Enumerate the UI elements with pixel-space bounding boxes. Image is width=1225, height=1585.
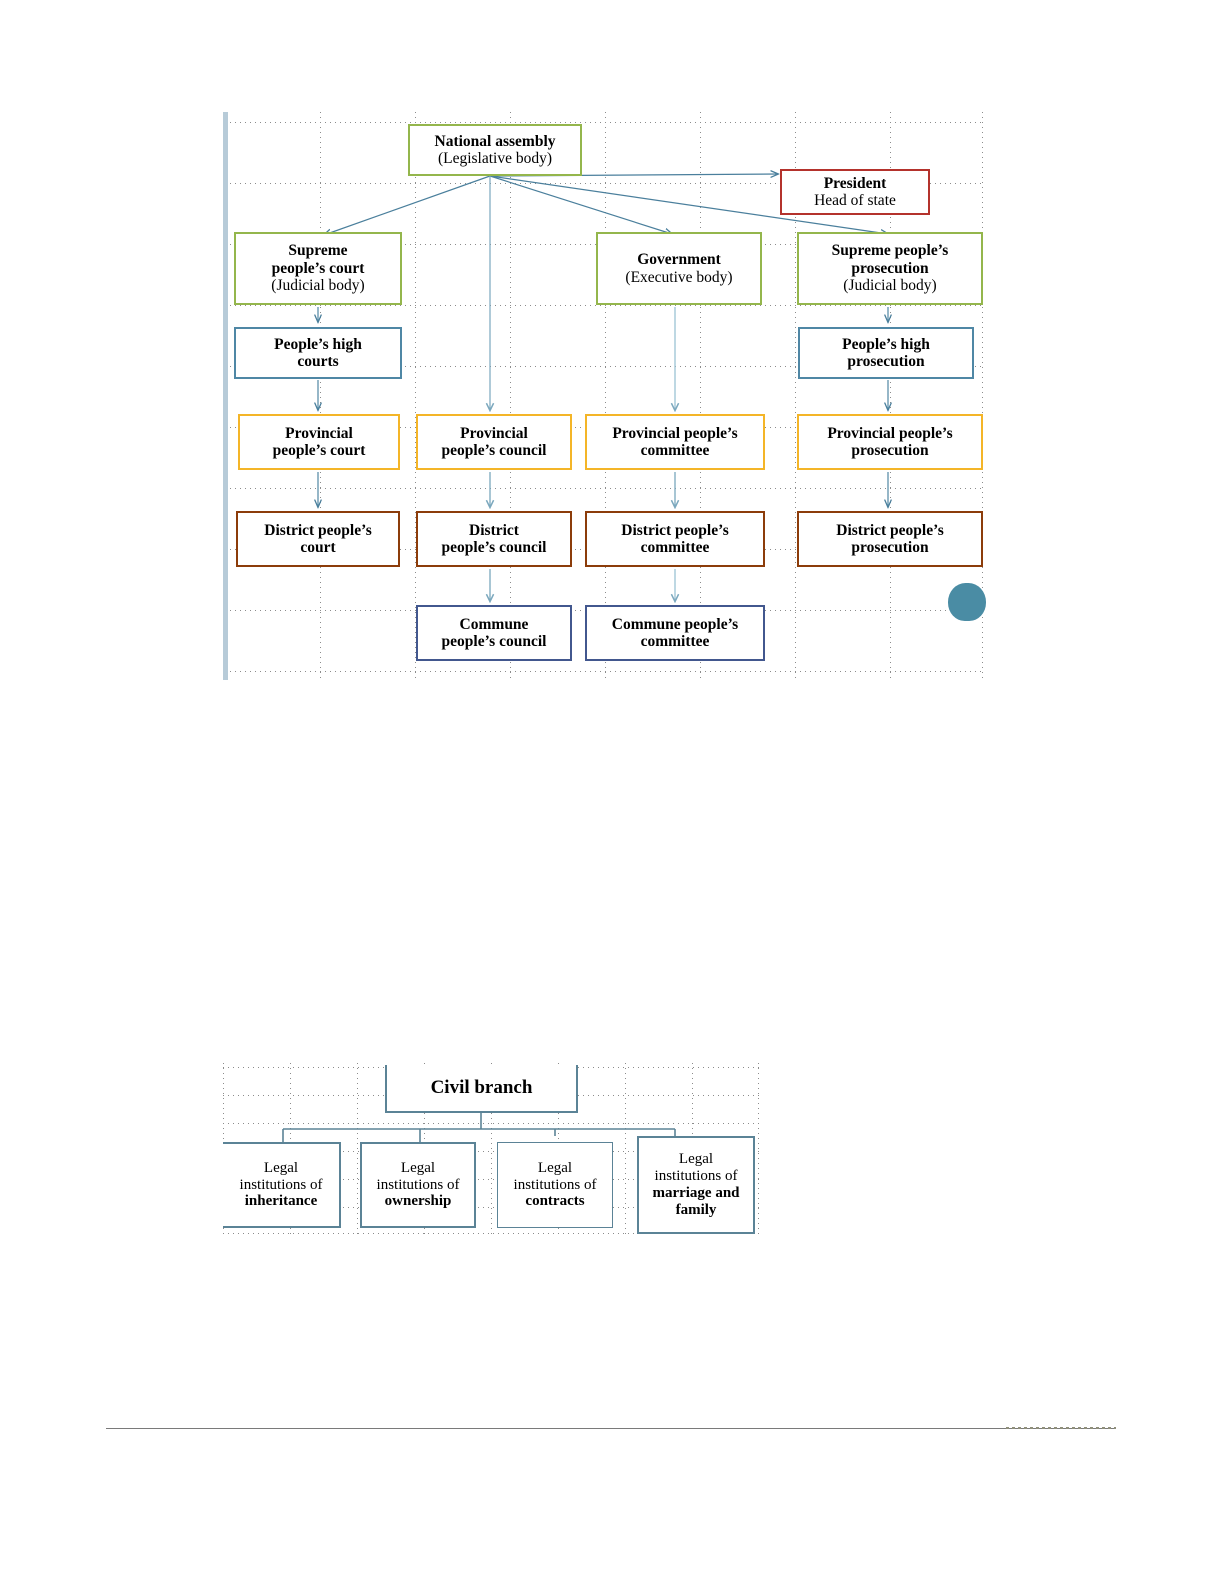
node-line: committee: [640, 633, 710, 650]
node-line: people’s council: [441, 442, 547, 459]
node-line: Civil branch: [430, 1077, 533, 1099]
node-line: (Legislative body): [437, 150, 553, 167]
node-line: (Judicial body): [843, 277, 937, 295]
node-line: prosecution: [851, 259, 929, 277]
node-line: Legal: [537, 1159, 573, 1176]
node-line: prosecution: [851, 442, 929, 459]
civil-branch-diagram: Civil branch Legal institutions of inher…: [223, 1063, 760, 1235]
node-line: People’s high: [842, 335, 930, 353]
node-line: family: [675, 1201, 717, 1218]
node-president[interactable]: President Head of state: [780, 169, 930, 215]
node-line: inheritance: [244, 1193, 318, 1210]
node-line: Head of state: [814, 192, 896, 209]
footer-divider-dashed-segment: [1006, 1427, 1116, 1429]
node-line: contracts: [525, 1193, 585, 1210]
node-line: committee: [640, 442, 710, 459]
node-line: People’s high: [274, 335, 362, 353]
node-line: institutions of: [513, 1176, 597, 1193]
node-line: President: [823, 174, 887, 192]
node-commune-peoples-committee[interactable]: Commune people’s committee: [585, 605, 765, 661]
node-line: District people’s: [264, 521, 372, 539]
node-supreme-peoples-prosecution[interactable]: Supreme people’s prosecution (Judicial b…: [797, 232, 983, 305]
node-civil-branch[interactable]: Civil branch: [385, 1065, 578, 1113]
node-line: Provincial: [460, 424, 528, 442]
node-line: Commune people’s: [611, 615, 739, 633]
node-commune-peoples-council[interactable]: Commune people’s council: [416, 605, 572, 661]
node-peoples-high-courts[interactable]: People’s high courts: [234, 327, 402, 379]
node-line: (Executive body): [625, 268, 733, 286]
node-government[interactable]: Government (Executive body): [596, 232, 762, 305]
node-district-peoples-prosecution[interactable]: District people’s prosecution: [797, 511, 983, 567]
node-line: people’s court: [271, 259, 365, 277]
node-line: institutions of: [376, 1176, 460, 1193]
node-line: institutions of: [654, 1168, 738, 1185]
node-line: Supreme: [288, 242, 348, 260]
node-line: Legal: [400, 1159, 436, 1176]
node-line: Supreme people’s: [831, 242, 949, 260]
node-provincial-peoples-court[interactable]: Provincial people’s court: [238, 414, 400, 470]
node-line: Legal: [263, 1159, 299, 1176]
node-peoples-high-prosecution[interactable]: People’s high prosecution: [798, 327, 974, 379]
node-line: committee: [640, 539, 710, 556]
node-line: Government: [637, 251, 721, 269]
node-line: Provincial people’s: [612, 424, 738, 442]
node-line: District people’s: [621, 521, 729, 539]
node-district-peoples-court[interactable]: District people’s court: [236, 511, 400, 567]
node-supreme-peoples-court[interactable]: Supreme people’s court (Judicial body): [234, 232, 402, 305]
node-line: marriage and: [652, 1185, 740, 1201]
node-line: District people’s: [836, 521, 944, 539]
node-line: prosecution: [847, 353, 925, 370]
node-line: people’s court: [272, 442, 366, 459]
node-legal-institutions-contracts[interactable]: Legal institutions of contracts: [497, 1142, 613, 1228]
node-district-peoples-council[interactable]: District people’s council: [416, 511, 572, 567]
node-line: courts: [297, 353, 339, 370]
node-district-peoples-committee[interactable]: District people’s committee: [585, 511, 765, 567]
state-organisation-diagram: National assembly (Legislative body) Pre…: [225, 112, 986, 680]
node-line: District: [469, 521, 519, 539]
footer-divider: [106, 1428, 1116, 1429]
node-line: Commune: [459, 615, 529, 633]
node-line: Provincial: [285, 424, 353, 442]
node-line: ownership: [384, 1193, 452, 1210]
node-provincial-peoples-council[interactable]: Provincial people’s council: [416, 414, 572, 470]
left-rail-top-diagram: [223, 112, 228, 680]
node-line: National assembly: [434, 132, 556, 150]
node-line: institutions of: [239, 1176, 323, 1193]
node-line: court: [300, 539, 336, 556]
node-national-assembly[interactable]: National assembly (Legislative body): [408, 124, 582, 176]
node-provincial-peoples-committee[interactable]: Provincial people’s committee: [585, 414, 765, 470]
node-line: people’s council: [441, 633, 547, 650]
node-legal-institutions-marriage-family[interactable]: Legal institutions of marriage and famil…: [637, 1136, 755, 1234]
node-legal-institutions-inheritance[interactable]: Legal institutions of inheritance: [223, 1142, 341, 1228]
node-line: people’s council: [441, 539, 547, 556]
node-line: prosecution: [851, 539, 929, 556]
decorative-blob-shape: [948, 583, 986, 621]
node-line: Provincial people’s: [827, 424, 953, 442]
node-line: Legal: [678, 1151, 714, 1168]
node-line: (Judicial body): [271, 277, 365, 295]
node-provincial-peoples-prosecution[interactable]: Provincial people’s prosecution: [797, 414, 983, 470]
node-legal-institutions-ownership[interactable]: Legal institutions of ownership: [360, 1142, 476, 1228]
